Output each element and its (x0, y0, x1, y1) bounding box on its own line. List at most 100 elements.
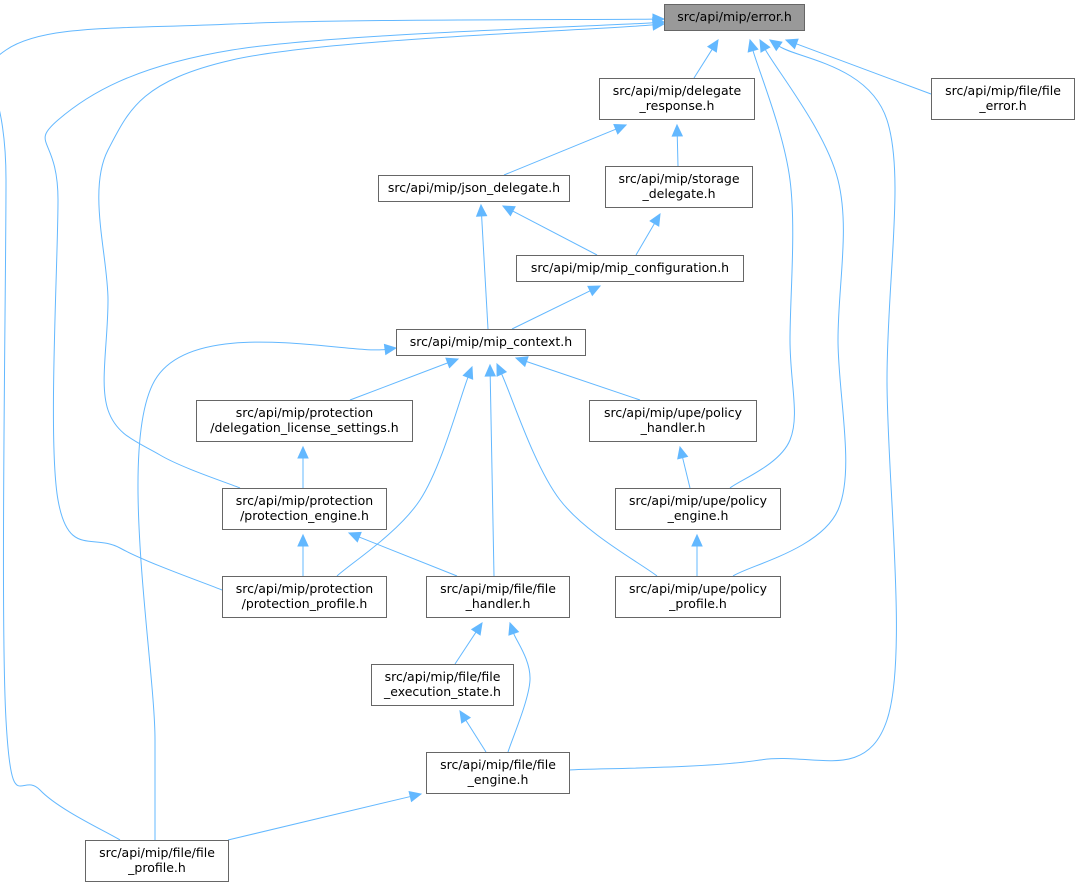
edge-line (796, 43, 932, 95)
node-layer: src/api/mip/error.hsrc/api/mip/delegate_… (85, 4, 1075, 882)
arrowhead-icon (470, 621, 483, 636)
node-label: _handler.h (465, 596, 531, 611)
node-label: src/api/mip/mip_context.h (410, 334, 572, 349)
node-label: src/api/mip/protection (236, 493, 373, 508)
node-label: src/api/mip/error.h (677, 9, 792, 24)
node-mip-configuration[interactable]: src/api/mip/mip_configuration.h (516, 255, 744, 282)
edge-layer (0, 13, 932, 841)
edge-line (359, 536, 458, 577)
edge-policy_profile-to-mip_context (496, 362, 658, 577)
node-box (931, 78, 1075, 120)
edge-line (568, 45, 897, 771)
edge-policy_engine-to-policy_handler (677, 445, 691, 489)
node-box (589, 400, 757, 442)
node-label: src/api/mip/json_delegate.h (388, 180, 560, 195)
node-label: src/api/mip/file/file (385, 669, 501, 684)
node-label: src/api/mip/file/file (99, 845, 215, 860)
node-delegation-license-settings[interactable]: src/api/mip/protection/delegation_licens… (196, 400, 413, 442)
arrowhead-icon (508, 621, 520, 636)
edge-line (336, 377, 469, 577)
edge-policy_profile-to-policy_engine (691, 533, 703, 576)
edge-file_engine-to-file_execution_state (459, 709, 487, 753)
edge-storage_delegate-to-delegate_response (671, 123, 684, 167)
edge-protection_profile-to-protection_engine (297, 533, 309, 576)
edge-file_profile-to-mip_context (137, 341, 398, 840)
node-mip-context[interactable]: src/api/mip/mip_context.h (396, 329, 586, 356)
arrowhead-icon (408, 791, 423, 803)
node-box (396, 329, 586, 356)
node-label: /protection_profile.h (242, 596, 368, 611)
node-policy-profile[interactable]: src/api/mip/upe/policy_profile.h (615, 576, 781, 618)
node-label: src/api/mip/protection (236, 581, 373, 596)
edge-line (507, 633, 531, 753)
edge-line (729, 50, 795, 489)
node-storage-delegate[interactable]: src/api/mip/storage_delegate.h (605, 166, 753, 208)
node-file-handler[interactable]: src/api/mip/file/file_handler.h (426, 576, 570, 618)
edge-line (635, 223, 655, 256)
edge-file_profile-to-file_engine (227, 791, 423, 841)
edge-line (682, 457, 691, 489)
edge-line (501, 373, 658, 577)
node-policy-handler[interactable]: src/api/mip/upe/policy_handler.h (589, 400, 757, 442)
arrowhead-icon (484, 363, 496, 377)
arrowhead-icon (383, 343, 398, 356)
node-label: _profile.h (668, 596, 727, 611)
node-box (599, 78, 755, 120)
edge-line (512, 210, 598, 256)
arrowhead-icon (501, 205, 516, 217)
node-label: _engine.h (467, 772, 529, 787)
node-box (605, 166, 753, 208)
node-error: src/api/mip/error.h (664, 4, 805, 31)
node-json-delegate[interactable]: src/api/mip/json_delegate.h (378, 175, 570, 202)
edge-mip_configuration-to-storage_delegate (635, 212, 661, 256)
arrowhead-icon (769, 39, 783, 52)
arrowhead-icon (297, 533, 309, 547)
edge-json_delegate-to-delegate_response (503, 124, 628, 176)
node-protection-profile[interactable]: src/api/mip/protection/protection_profil… (222, 576, 387, 618)
node-label: _handler.h (640, 420, 706, 435)
node-file-profile[interactable]: src/api/mip/file/file_profile.h (85, 840, 229, 882)
node-file-engine[interactable]: src/api/mip/file/file_engine.h (426, 752, 570, 794)
edge-line (44, 22, 654, 591)
node-box (664, 4, 805, 31)
node-delegate-response[interactable]: src/api/mip/delegate_response.h (599, 78, 755, 120)
node-policy-engine[interactable]: src/api/mip/upe/policy_engine.h (615, 488, 781, 530)
edge-line (0, 18, 654, 841)
node-label: _delegate.h (641, 186, 715, 201)
node-box (516, 255, 744, 282)
edge-line (98, 24, 654, 489)
node-label: src/api/mip/protection (236, 405, 373, 420)
edge-policy_handler-to-mip_context (514, 356, 641, 401)
edge-line (732, 49, 847, 577)
edge-delegation_license_settings-to-mip_context (349, 357, 460, 401)
node-box (222, 488, 387, 530)
arrowhead-icon (759, 38, 771, 53)
arrowhead-icon (514, 356, 529, 368)
arrowhead-icon (587, 285, 602, 297)
edge-line (503, 128, 617, 176)
edge-file_handler-to-mip_context (484, 363, 496, 577)
node-box (85, 840, 229, 882)
node-protection-engine[interactable]: src/api/mip/protection/protection_engine… (222, 488, 387, 530)
edge-line (481, 215, 489, 330)
node-label: src/api/mip/file/file (440, 581, 556, 596)
edge-file_profile-to-error (0, 13, 666, 841)
node-label: src/api/mip/upe/policy (629, 493, 768, 508)
node-label: src/api/mip/upe/policy (629, 581, 768, 596)
node-label: src/api/mip/file/file (945, 83, 1061, 98)
edge-mip_context-to-json_delegate (475, 203, 489, 330)
edge-line (349, 362, 448, 401)
arrowhead-icon (677, 445, 689, 460)
node-box (196, 400, 413, 442)
node-file-execution-state[interactable]: src/api/mip/file/file_execution_state.h (371, 664, 514, 706)
edge-delegate_response-to-error (693, 38, 719, 79)
node-label: src/api/mip/file/file (440, 757, 556, 772)
arrowhead-icon (613, 124, 628, 135)
node-label: _execution_state.h (383, 684, 501, 699)
node-box (426, 752, 570, 794)
arrowhead-icon (784, 38, 799, 50)
arrowhead-icon (652, 13, 666, 25)
node-file-error[interactable]: src/api/mip/file/file_error.h (931, 78, 1075, 120)
node-label: src/api/mip/delegate (613, 83, 742, 98)
